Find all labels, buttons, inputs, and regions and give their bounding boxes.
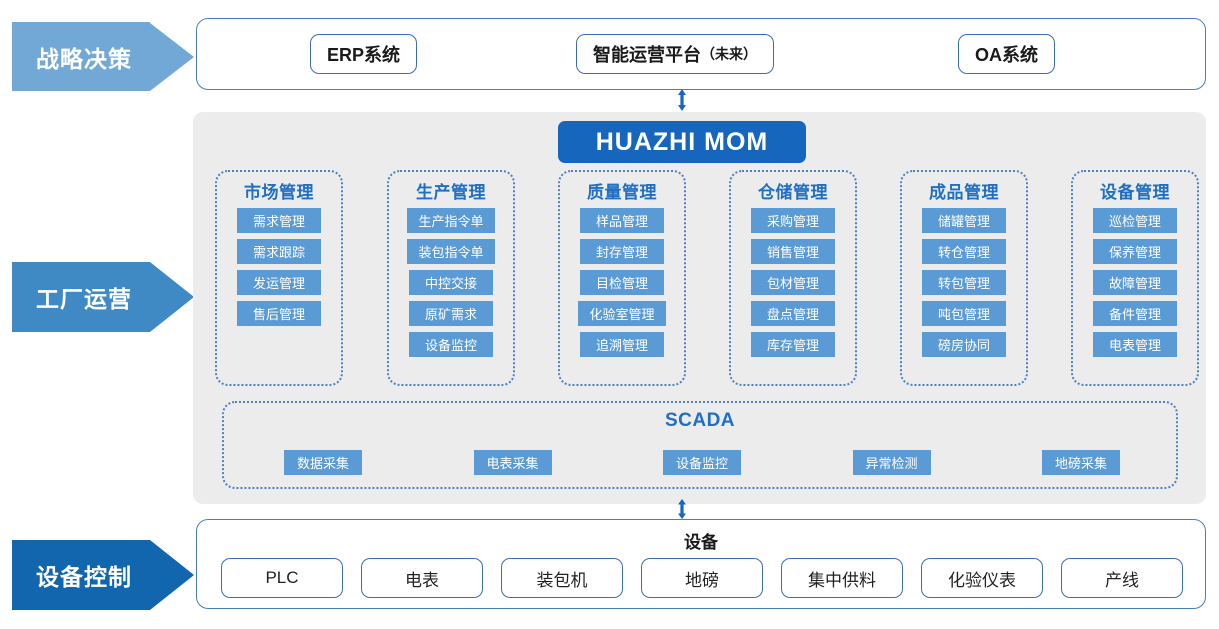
system-label: ERP系统: [327, 45, 401, 65]
module-tile[interactable]: 设备监控: [409, 332, 493, 357]
strategy-panel: ERP系统 智能运营平台（未来） OA系统: [196, 18, 1206, 90]
layer-arrow-control-label: 设备控制: [12, 540, 150, 610]
arrow-tip-icon: [150, 540, 194, 610]
module-tile[interactable]: 中控交接: [409, 270, 493, 295]
module-tile[interactable]: 盘点管理: [751, 301, 835, 326]
layer-arrow-strategy: 战略决策: [12, 22, 194, 91]
system-box-smart-platform[interactable]: 智能运营平台（未来）: [576, 34, 774, 74]
equipment-items: PLC 电表 装包机 地磅 集中供料 化验仪表 产线: [221, 557, 1183, 599]
module-tile[interactable]: 备件管理: [1093, 301, 1177, 326]
module-column-quality: 质量管理 样品管理 封存管理 目检管理 化验室管理 追溯管理: [558, 170, 686, 386]
module-tile[interactable]: 磅房协同: [922, 332, 1006, 357]
module-title: 市场管理: [244, 183, 314, 202]
system-box-erp[interactable]: ERP系统: [310, 34, 418, 74]
equipment-box[interactable]: 装包机: [501, 558, 623, 598]
module-tile[interactable]: 样品管理: [580, 208, 664, 233]
equipment-panel-title: 设备: [684, 533, 718, 552]
module-tile[interactable]: 巡检管理: [1093, 208, 1177, 233]
module-tile[interactable]: 储罐管理: [922, 208, 1006, 233]
module-tile[interactable]: 需求管理: [237, 208, 321, 233]
module-tile[interactable]: 发运管理: [237, 270, 321, 295]
factory-operations-panel: [193, 112, 1206, 504]
equipment-box[interactable]: 集中供料: [781, 558, 903, 598]
module-column-market: 市场管理 需求管理 需求跟踪 发运管理 售后管理: [215, 170, 343, 386]
module-column-production: 生产管理 生产指令单 装包指令单 中控交接 原矿需求 设备监控: [387, 170, 515, 386]
scada-tile[interactable]: 电表采集: [473, 449, 552, 475]
system-label: 智能运营平台: [593, 45, 701, 65]
system-label-suffix: （未来）: [701, 46, 757, 62]
module-tile[interactable]: 生产指令单: [407, 208, 495, 233]
system-label: OA系统: [975, 45, 1038, 65]
layer-arrow-control: 设备控制: [12, 540, 194, 610]
equipment-box[interactable]: PLC: [221, 558, 343, 598]
equipment-box[interactable]: 地磅: [641, 558, 763, 598]
module-tile[interactable]: 库存管理: [751, 332, 835, 357]
module-tile[interactable]: 销售管理: [751, 239, 835, 264]
module-title: 成品管理: [929, 183, 999, 202]
layer-arrow-factory-label: 工厂运营: [12, 262, 150, 332]
module-tile[interactable]: 故障管理: [1093, 270, 1177, 295]
module-tile[interactable]: 追溯管理: [580, 332, 664, 357]
double-arrow-vertical-icon-bottom: [675, 498, 689, 524]
module-column-finished-goods: 成品管理 储罐管理 转仓管理 转包管理 吨包管理 磅房协同: [900, 170, 1028, 386]
equipment-control-panel: 设备 PLC 电表 装包机 地磅 集中供料 化验仪表 产线: [196, 519, 1206, 609]
equipment-box[interactable]: 化验仪表: [921, 558, 1043, 598]
module-title: 设备管理: [1100, 183, 1170, 202]
module-tile[interactable]: 吨包管理: [922, 301, 1006, 326]
scada-items: 数据采集 电表采集 设备监控 异常检测 地磅采集: [284, 448, 1120, 476]
module-column-equipment: 设备管理 巡检管理 保养管理 故障管理 备件管理 电表管理: [1071, 170, 1199, 386]
scada-panel: SCADA 数据采集 电表采集 设备监控 异常检测 地磅采集: [222, 401, 1178, 489]
double-arrow-vertical-icon-top: [675, 88, 689, 114]
scada-tile[interactable]: 地磅采集: [1042, 449, 1120, 475]
module-tile[interactable]: 装包指令单: [407, 239, 495, 264]
arrow-tip-icon: [150, 262, 194, 332]
module-tile[interactable]: 化验室管理: [578, 301, 666, 326]
equipment-box[interactable]: 电表: [361, 558, 483, 598]
scada-tile[interactable]: 数据采集: [284, 449, 362, 475]
module-tile[interactable]: 需求跟踪: [237, 239, 321, 264]
equipment-box[interactable]: 产线: [1061, 558, 1183, 598]
module-tile[interactable]: 原矿需求: [409, 301, 493, 326]
layer-arrow-factory: 工厂运营: [12, 262, 194, 332]
mom-banner: HUAZHI MOM: [558, 121, 806, 163]
system-box-oa[interactable]: OA系统: [958, 34, 1055, 74]
scada-title: SCADA: [664, 410, 736, 431]
module-tile[interactable]: 转包管理: [922, 270, 1006, 295]
module-title: 生产管理: [416, 183, 486, 202]
scada-tile[interactable]: 设备监控: [663, 449, 741, 475]
arrow-tip-icon: [150, 22, 194, 91]
module-title: 质量管理: [587, 183, 657, 202]
module-tile[interactable]: 封存管理: [580, 239, 664, 264]
module-tile[interactable]: 采购管理: [751, 208, 835, 233]
module-tile[interactable]: 电表管理: [1093, 332, 1177, 357]
module-column-warehouse: 仓储管理 采购管理 销售管理 包材管理 盘点管理 库存管理: [729, 170, 857, 386]
module-tile[interactable]: 售后管理: [237, 301, 321, 326]
layer-arrow-strategy-label: 战略决策: [12, 22, 150, 91]
scada-tile[interactable]: 异常检测: [852, 449, 931, 475]
module-tile[interactable]: 目检管理: [580, 270, 664, 295]
module-tile[interactable]: 转仓管理: [922, 239, 1006, 264]
module-title: 仓储管理: [758, 183, 828, 202]
module-tile[interactable]: 保养管理: [1093, 239, 1177, 264]
module-tile[interactable]: 包材管理: [751, 270, 835, 295]
